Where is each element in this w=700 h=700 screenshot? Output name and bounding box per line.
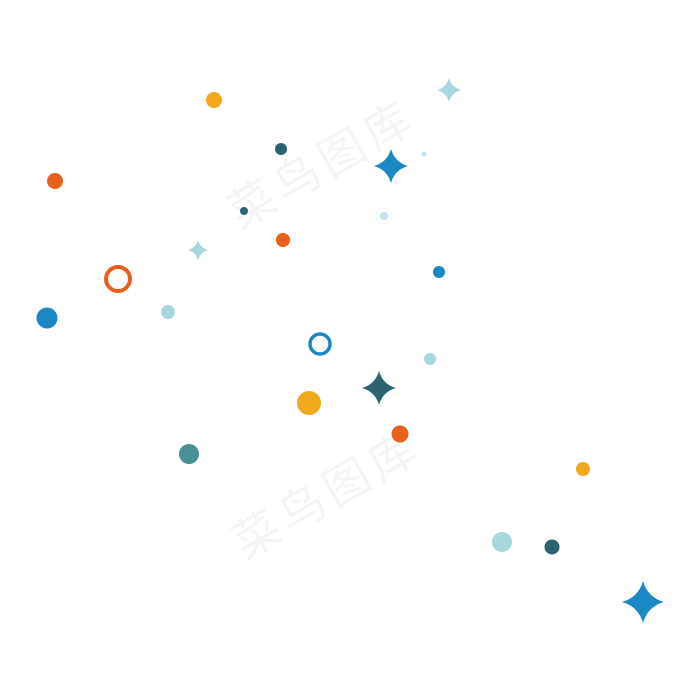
confetti-dot — [179, 444, 199, 464]
confetti-dot — [36, 307, 58, 329]
confetti-dot — [421, 151, 427, 157]
confetti-dot — [492, 532, 512, 552]
confetti-dot — [275, 143, 287, 155]
confetti-dot — [161, 305, 175, 319]
sparkle-icon — [622, 581, 664, 623]
confetti-dot — [240, 207, 248, 215]
sparkle-icon — [437, 78, 461, 102]
confetti-dot — [424, 353, 436, 365]
sparkle-icon — [362, 371, 396, 405]
confetti-dot — [433, 266, 445, 278]
confetti-ring — [104, 265, 132, 293]
confetti-dot — [47, 173, 63, 189]
confetti-ring — [308, 332, 332, 356]
confetti-dot — [576, 462, 590, 476]
confetti-dot — [297, 391, 321, 415]
watermark-layer: 菜鸟图库 菜鸟图库 — [219, 89, 431, 570]
confetti-shapes — [36, 78, 664, 623]
sparkle-icon — [374, 149, 408, 183]
confetti-dot — [544, 539, 560, 555]
confetti-dot — [206, 92, 222, 108]
confetti-dot — [391, 425, 409, 443]
sparkle-icon — [188, 240, 208, 260]
confetti-dot — [380, 212, 388, 220]
confetti-dot — [276, 233, 290, 247]
